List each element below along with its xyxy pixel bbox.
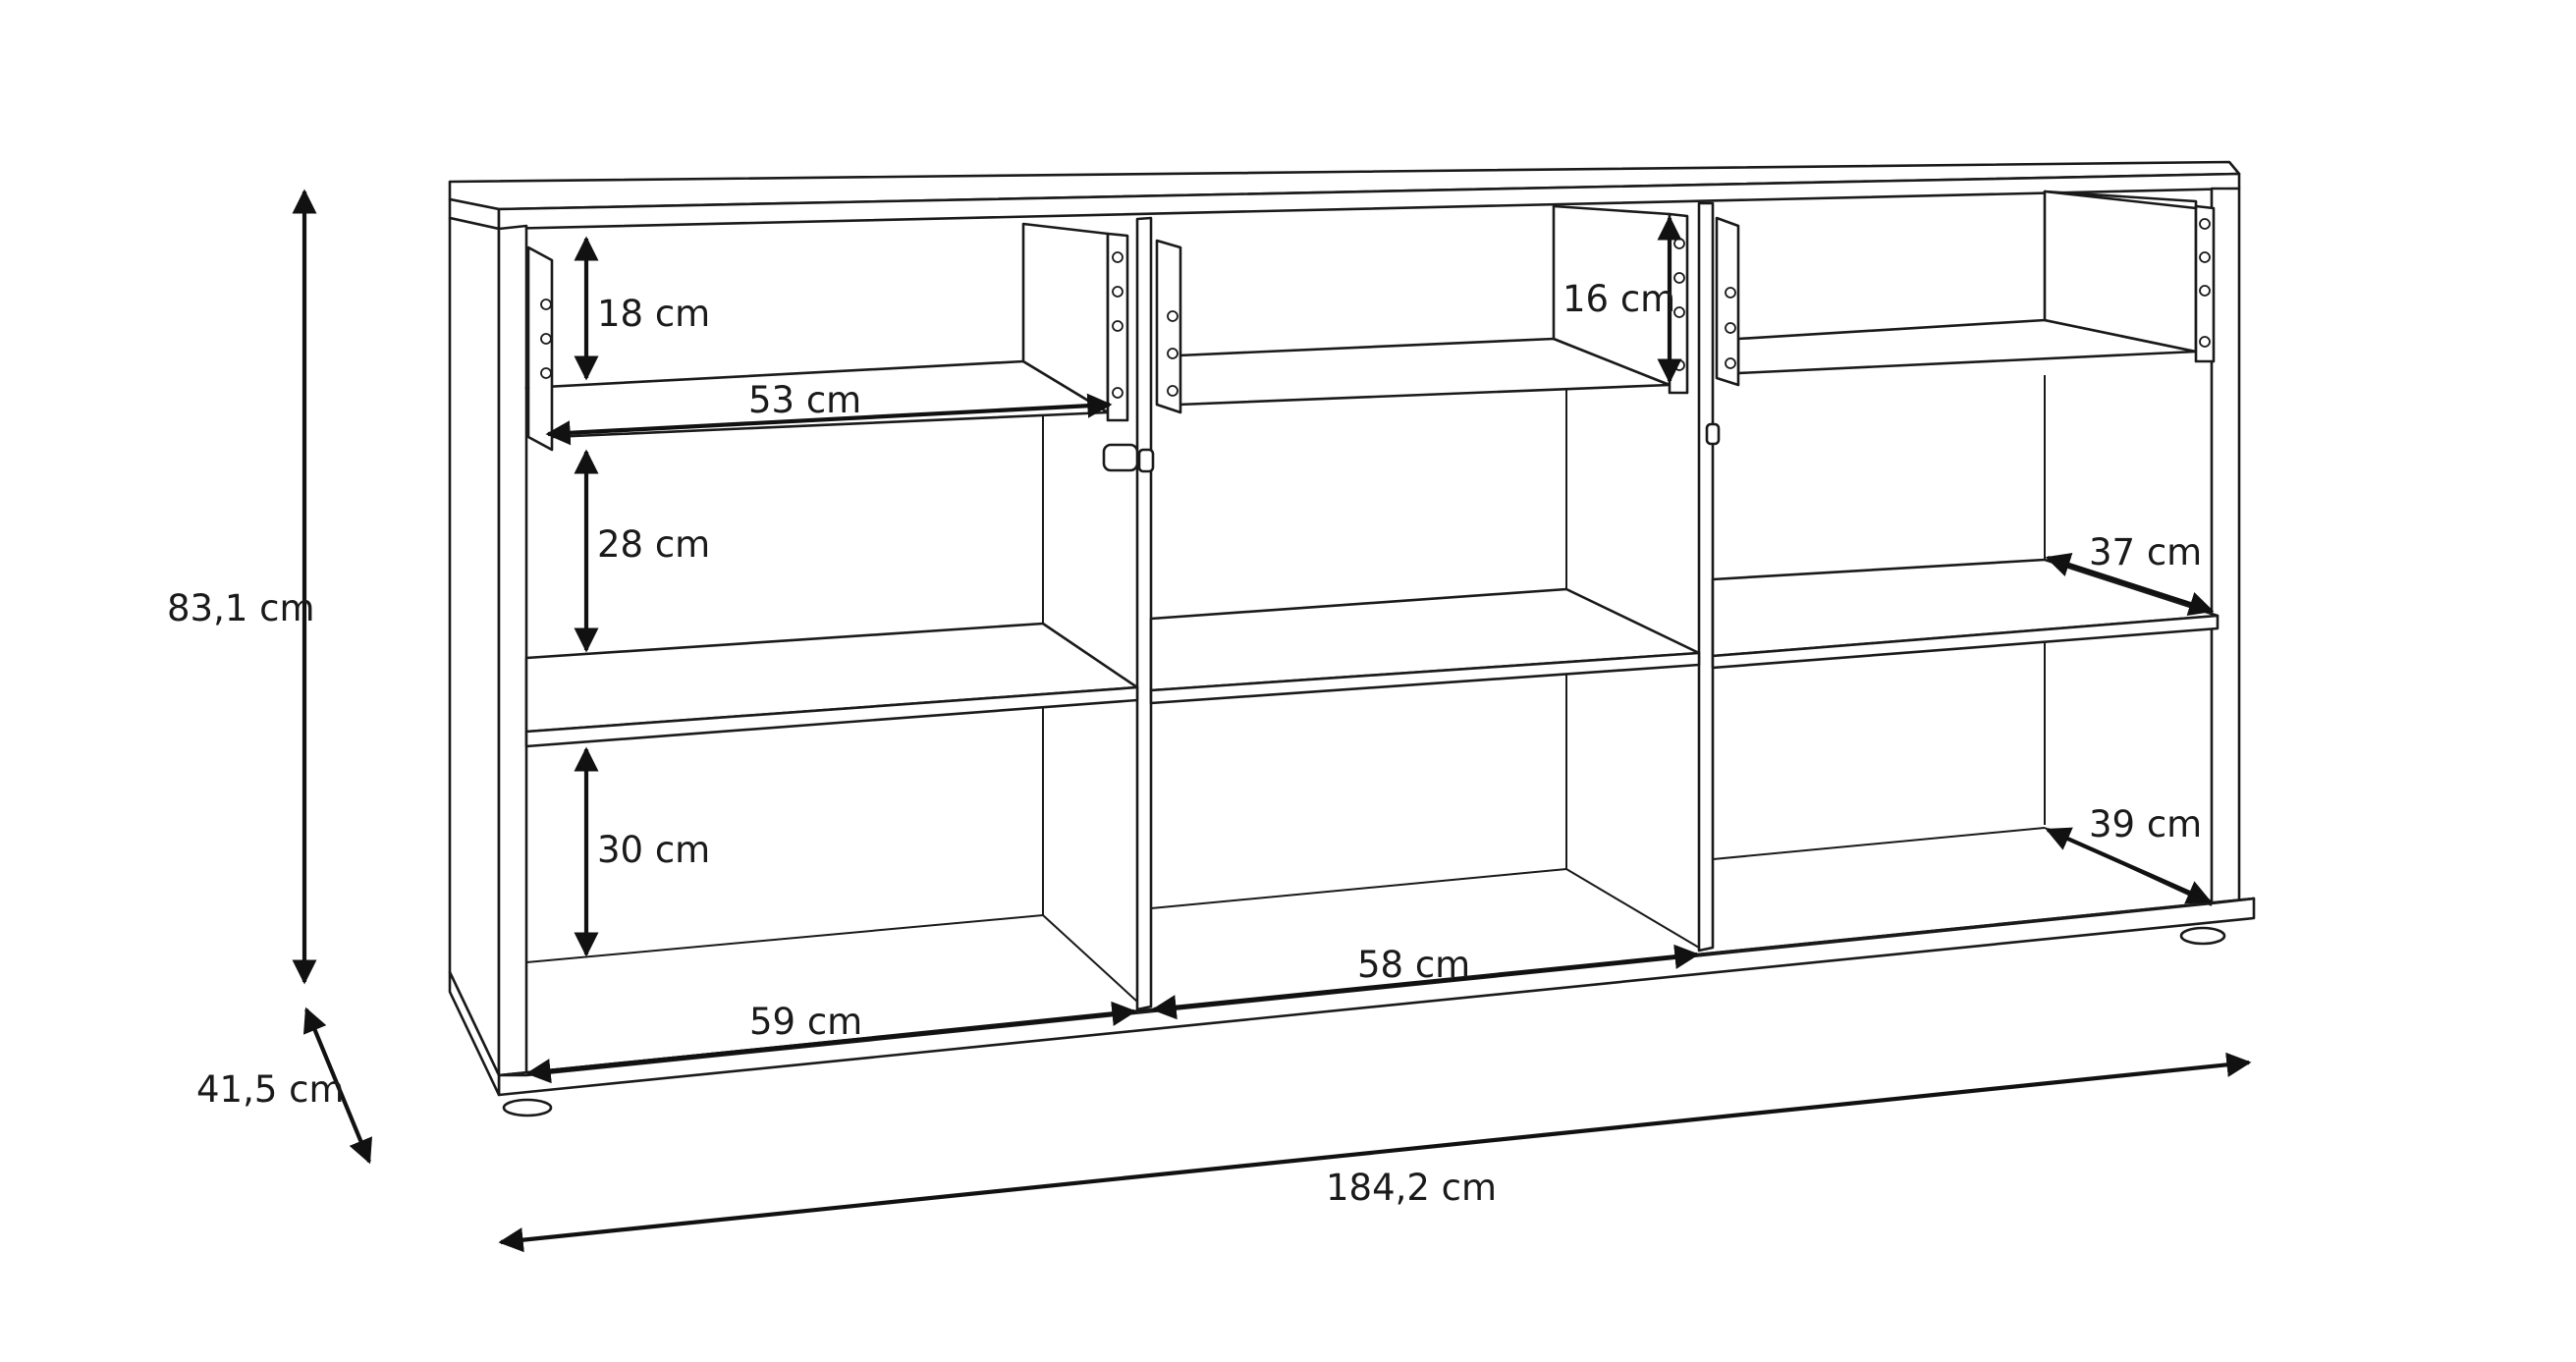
base-plinth <box>497 897 2256 1097</box>
bottom-middle-width-line <box>1151 944 1700 1020</box>
right-bottom-depth-line <box>2045 827 2213 904</box>
middle-drawer <box>1155 204 1689 414</box>
right-drawer-height-label: 16 cm <box>1562 278 1675 320</box>
foot-right <box>2179 926 2226 946</box>
top-shelf-height-label: 18 cm <box>597 293 710 335</box>
hinge-left <box>1102 443 1139 472</box>
right-drawer <box>1715 190 2216 387</box>
left-side-panel <box>448 216 501 1077</box>
right-shelf-depth-label: 37 cm <box>2089 531 2202 573</box>
divider-left <box>1135 216 1153 1011</box>
top-shelf-width-label: 53 cm <box>748 379 861 421</box>
divider-right <box>1697 201 1715 953</box>
right-shelf-depth-line <box>2045 552 2215 617</box>
bottom-middle-width-label: 58 cm <box>1357 944 1470 986</box>
hinge-right <box>1705 422 1721 446</box>
bottom-shelf-height-label: 30 cm <box>597 829 710 871</box>
width-label: 184,2 cm <box>1326 1167 1497 1209</box>
depth-label: 41,5 cm <box>196 1068 345 1111</box>
height-label: 83,1 cm <box>167 587 315 629</box>
bottom-left-width-label: 59 cm <box>749 1001 862 1043</box>
width-dimension-line <box>498 1052 2252 1253</box>
middle-shelf-height-label: 28 cm <box>597 523 710 566</box>
right-side-panel <box>2210 187 2241 913</box>
sideboard-cabinet <box>448 160 2256 1117</box>
top-shelf-width-line <box>545 393 1113 446</box>
foot-left <box>502 1098 553 1117</box>
dimension-labels: 83,1 cm 41,5 cm 184,2 cm 18 cm 53 cm 28 … <box>167 278 2202 1209</box>
dimension-lines <box>292 189 2252 1253</box>
right-bottom-depth-label: 39 cm <box>2089 803 2202 845</box>
depth-dimension-line <box>303 1007 372 1165</box>
bottom-left-width-line <box>525 1001 1137 1084</box>
